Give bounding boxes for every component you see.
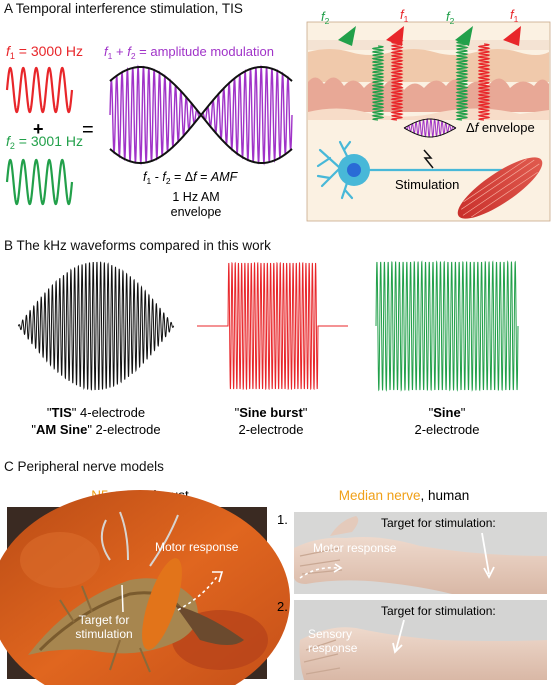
locust-target-line2: stimulation (75, 627, 132, 641)
delta-f-envelope-icon (403, 117, 457, 139)
f1-marker-right: f1 (510, 7, 519, 24)
envelope-label-line2: envelope (171, 205, 222, 219)
human-heading: Median nerve, human (339, 488, 470, 503)
human-2-sensory-line2: response (308, 641, 358, 655)
tis-waveform (17, 261, 175, 391)
locust-target-line1: Target for (79, 613, 130, 627)
panel-c-title: C Peripheral nerve models (4, 459, 164, 474)
human-1-motor-response: Motor response (313, 541, 397, 555)
f1-electrode-right-icon (503, 26, 521, 46)
sine-burst-caption-line1: "Sine burst" (235, 405, 308, 420)
human-photo-2: Target for stimulation: Sensory response (294, 600, 547, 680)
human-1-target: Target for stimulation: (381, 516, 496, 530)
panel-b-title: B The kHz waveforms compared in this wor… (4, 238, 271, 253)
delta-f-envelope-outline (403, 118, 457, 138)
sine-burst-waveform (197, 262, 348, 390)
human-photo-2-index: 2. (277, 599, 288, 614)
sine-caption-line1: "Sine" (429, 405, 466, 420)
delta-f-envelope-label: Δf envelope (466, 120, 535, 135)
locust-photo: Motor response Target for stimulation (0, 490, 290, 685)
locust-motor-response: Motor response (155, 540, 239, 554)
am-envelope-lower (109, 113, 293, 165)
f2-label: f2 = 3001 Hz (6, 133, 83, 151)
epidermis-layer (308, 40, 549, 50)
f1-beam-left (390, 39, 404, 121)
f2-electrode-right-icon (455, 26, 473, 46)
f2-marker-left: f2 (321, 9, 330, 26)
target-arrow-icon (121, 584, 124, 613)
equals-sign: = (82, 119, 94, 141)
neuron-nucleus (347, 163, 361, 177)
f2-beam-left (371, 45, 385, 121)
difference-label: f1 - f2 = Δf = AMF (143, 170, 239, 186)
muscle-icon (457, 157, 543, 219)
plus-sign: + (33, 119, 44, 139)
tis-caption-line2: "AM Sine" 2-electrode (31, 422, 160, 437)
lightning-icon (423, 149, 434, 169)
sine-burst-caption-line2: 2-electrode (238, 422, 303, 437)
human-2-target: Target for stimulation: (381, 604, 496, 618)
f1-marker-left: f1 (400, 7, 409, 24)
sine-caption-line2: 2-electrode (414, 422, 479, 437)
dermis-layer (308, 49, 549, 82)
tis-tissue-diagram: f2 f1 f2 f1 Δf envelope Stimulation (306, 7, 551, 222)
panel-a-title: A Temporal interference stimulation, TIS (4, 1, 243, 16)
human-photo-1: Target for stimulation: Motor response (294, 512, 547, 594)
f2-beam-right (455, 39, 469, 121)
motor-response-arrow-icon (177, 574, 219, 611)
envelope-label-line1: 1 Hz AM (172, 190, 219, 204)
human-photo-1-index: 1. (277, 512, 288, 527)
f1-beam-right (477, 43, 491, 121)
f2-electrode-left-icon (338, 26, 356, 46)
f2-sine-wave (5, 158, 74, 206)
stimulation-label: Stimulation (395, 177, 459, 192)
sine-waveform (375, 260, 519, 392)
tis-caption-line1: "TIS" 4-electrode (47, 405, 145, 420)
f2-marker-right: f2 (446, 9, 455, 26)
f1-sine-wave (5, 66, 74, 114)
f1-electrode-left-icon (386, 26, 404, 46)
f1-label: f1 = 3000 Hz (6, 43, 83, 61)
sum-label: f1 + f2 = amplitude modulation (104, 44, 274, 61)
human-2-sensory-line1: Sensory (308, 627, 352, 641)
